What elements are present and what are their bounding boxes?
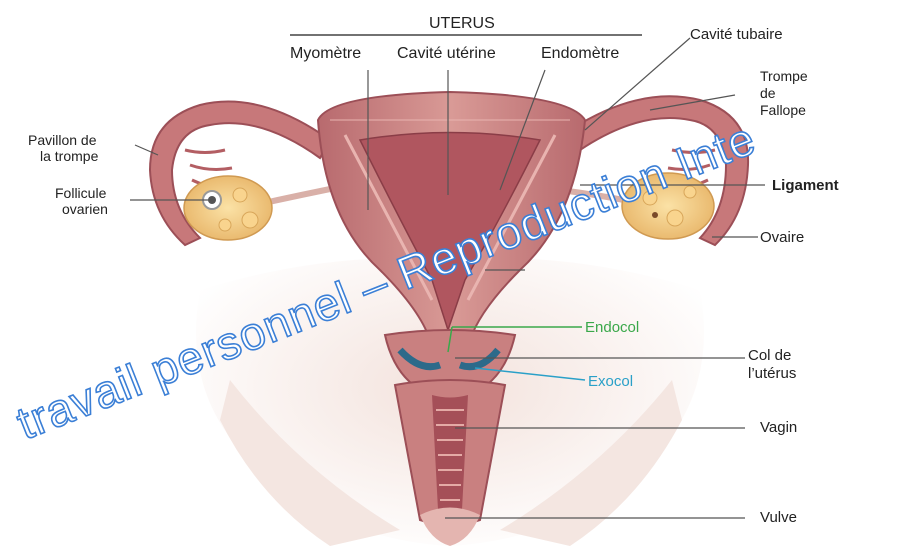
endometre-label: Endomètre — [541, 45, 619, 62]
ovaire-label: Ovaire — [760, 229, 804, 246]
uterus-title: UTERUS — [429, 15, 495, 32]
myometre-label: Myomètre — [290, 45, 361, 62]
follicule-label-line2: ovarien — [62, 202, 108, 217]
col-label-line2: l’utérus — [748, 365, 796, 382]
vagin-label: Vagin — [760, 419, 797, 436]
exocol-label: Exocol — [588, 373, 633, 390]
vulve-label: Vulve — [760, 509, 797, 526]
follicule-label-line1: Follicule — [55, 186, 106, 201]
endocol-label: Endocol — [585, 319, 639, 336]
trompe-label-line1: Trompe — [760, 69, 808, 84]
cavite-uterine-label: Cavité utérine — [397, 45, 496, 62]
trompe-label-line3: Fallope — [760, 103, 806, 118]
trompe-label-line2: de — [760, 86, 776, 101]
pavillon-label-line2: la trompe — [40, 149, 98, 164]
cavite-tubaire-label: Cavité tubaire — [690, 26, 783, 43]
col-label-line1: Col de — [748, 347, 791, 364]
pavillon-label-line1: Pavillon de — [28, 133, 97, 148]
ligament-label: Ligament — [772, 177, 839, 194]
